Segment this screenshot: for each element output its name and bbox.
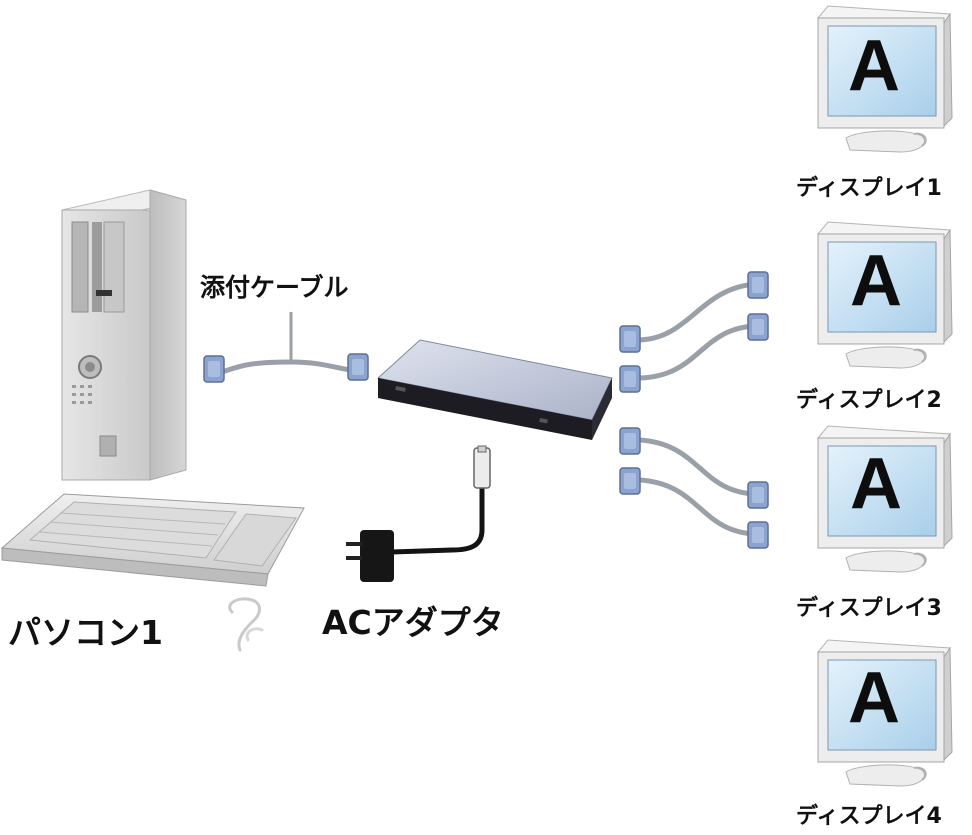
vga-connector-icon <box>347 353 369 381</box>
display-4-screen-letter: A <box>848 658 900 738</box>
display-2-screen-letter: A <box>850 241 902 321</box>
ac-adapter-icon <box>346 445 491 582</box>
monitor-icon <box>816 639 953 787</box>
display-3-screen-letter: A <box>850 444 902 524</box>
vga-connector-icon <box>747 271 769 299</box>
attached-cable <box>203 312 369 383</box>
vga-connector-icon <box>747 481 769 509</box>
vga-connector-icon <box>619 427 641 455</box>
vga-connector-icon <box>203 355 225 383</box>
pc-label: パソコン1 <box>8 613 163 652</box>
monitor-icon <box>816 221 953 369</box>
ac-adapter-label: ACアダプタ <box>322 603 504 642</box>
vga-connector-icon <box>619 325 641 353</box>
cable-label: 添付ケーブル <box>200 273 349 302</box>
vga-connector-icon <box>747 313 769 341</box>
vga-connector-icon <box>619 467 641 495</box>
splitter-icon <box>376 339 613 440</box>
vga-connector-icon <box>747 521 769 549</box>
display-3-label: ディスプレイ3 <box>796 596 942 621</box>
display-1-screen-letter: A <box>848 26 900 106</box>
display-4-label: ディスプレイ4 <box>796 804 942 829</box>
display-1-label: ディスプレイ1 <box>796 176 942 201</box>
monitor-icon <box>816 425 953 573</box>
output-cables <box>639 281 757 537</box>
display-2-label: ディスプレイ2 <box>796 388 942 413</box>
monitor-icon <box>816 5 953 153</box>
mouse-icon <box>228 597 264 652</box>
pc-tower-icon <box>61 189 187 481</box>
vga-connector-icon <box>619 365 641 393</box>
monitors <box>816 5 953 787</box>
keyboard-icon <box>0 493 305 587</box>
